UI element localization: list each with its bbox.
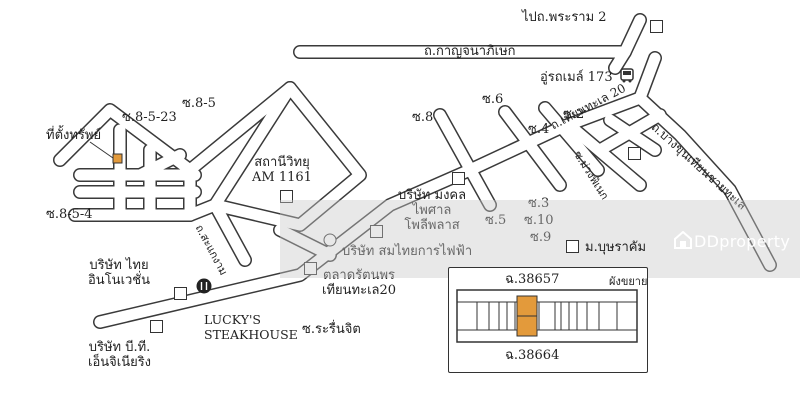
road-label-rama2: ไปถ.พระราม 2 — [522, 10, 607, 25]
place-label-radio: สถานีวิทยุ AM 1161 — [252, 155, 312, 185]
building-marker-icon — [452, 172, 465, 185]
building-marker-icon — [150, 320, 163, 333]
building-marker-icon — [280, 190, 293, 203]
watermark-text: DDproperty — [694, 232, 791, 251]
restaurant-icon — [196, 278, 212, 294]
place-label-village: ม.บุษราคัม — [585, 240, 647, 255]
place-label-market: ตลาดรัตนพร เทียนทะเล20 — [322, 268, 397, 298]
building-marker-icon — [370, 225, 383, 238]
property-parcel-marker — [112, 153, 123, 164]
road-label-soi-9: ซ.9 — [530, 230, 552, 245]
bus-icon — [620, 68, 634, 83]
building-marker-icon — [174, 287, 187, 300]
inset-plan: ฉ.38657 ผังขยาย — [448, 267, 648, 373]
place-label-btt: บริษัท บี.ที. เอ็นจิเนียริง — [88, 340, 152, 370]
logo-icon — [674, 230, 692, 249]
place-label-property: ที่ตั้งทรัพย์ — [46, 128, 102, 143]
place-label-lucky: LUCKY'S STEAKHOUSE — [204, 312, 298, 342]
deed-label-bottom: ฉ.38664 — [505, 348, 560, 363]
deed-label-top: ฉ.38657 — [505, 272, 560, 287]
building-marker-icon — [650, 20, 663, 33]
plan-label: ผังขยาย — [609, 275, 648, 288]
building-marker-icon — [566, 240, 579, 253]
inset-parcel-grid — [456, 289, 638, 343]
road-label-soi-8: ซ.8 — [412, 110, 434, 125]
place-label-bus-garage: อู่รถเมล์ 173 — [540, 70, 613, 85]
building-marker-icon — [304, 262, 317, 275]
road-label-rareunjit: ซ.ระรื่นจิต — [302, 322, 361, 337]
road-label-soi-3: ซ.3 — [528, 196, 550, 211]
road-label-soi-8-5-23: ซ.8-5-23 — [122, 110, 177, 125]
building-marker-icon — [628, 147, 641, 160]
road-label-soi-5: ซ.5 — [485, 213, 507, 228]
road-label-soi-10: ซ.10 — [524, 213, 554, 228]
place-label-mongkol: บริษัท มงคล ไพศาล โพลีพลาส — [398, 188, 467, 233]
road-label-soi-4: ซ.4 — [528, 122, 550, 137]
place-label-thai-inno: บริษัท ไทย อินโนเวชั่น — [88, 258, 151, 288]
road-label-soi-8-5-4: ซ.8-5-4 — [46, 207, 93, 222]
place-label-thai-elec: บริษัท สมไทยการไฟฟ้า — [342, 244, 473, 259]
road-label-kanchanapisek: ถ.กาญจนาภิเษก — [424, 44, 516, 59]
road-label-soi-8-5: ซ.8-5 — [182, 96, 216, 111]
road-label-soi-6: ซ.6 — [482, 92, 504, 107]
watermark-band — [280, 200, 800, 278]
road-label-soi-2: ซ.2 — [563, 107, 585, 122]
